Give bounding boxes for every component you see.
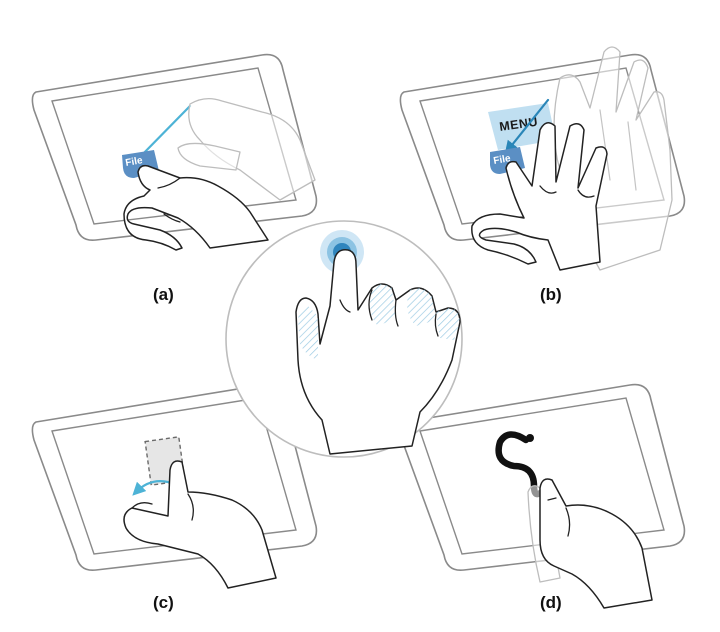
hand-d [527,478,653,609]
panel-label-b: (b) [540,285,562,304]
drag-arrow-b [504,98,550,155]
rotate-arrow-c [132,480,170,496]
panel-b: MENU File (b) [399,46,686,304]
menu-label-b: MENU [498,115,538,134]
panel-label-d: (d) [540,593,562,612]
panel-a: File (a) [31,53,318,304]
hand-a [123,164,269,251]
drag-line-a [135,104,192,162]
file-button-b-label: File [493,153,512,167]
center-magnifier [225,220,463,458]
stroke-start-d [526,434,534,442]
hand-c [123,460,277,589]
panel-label-c: (c) [153,593,174,612]
ghost-hand-a [177,97,316,201]
panel-label-a: (a) [153,285,174,304]
panel-d: (d) [399,383,686,612]
center-hand [295,249,461,455]
file-button-a-label: File [125,155,144,169]
hand-b [471,122,608,271]
panel-c: (c) [31,383,318,612]
